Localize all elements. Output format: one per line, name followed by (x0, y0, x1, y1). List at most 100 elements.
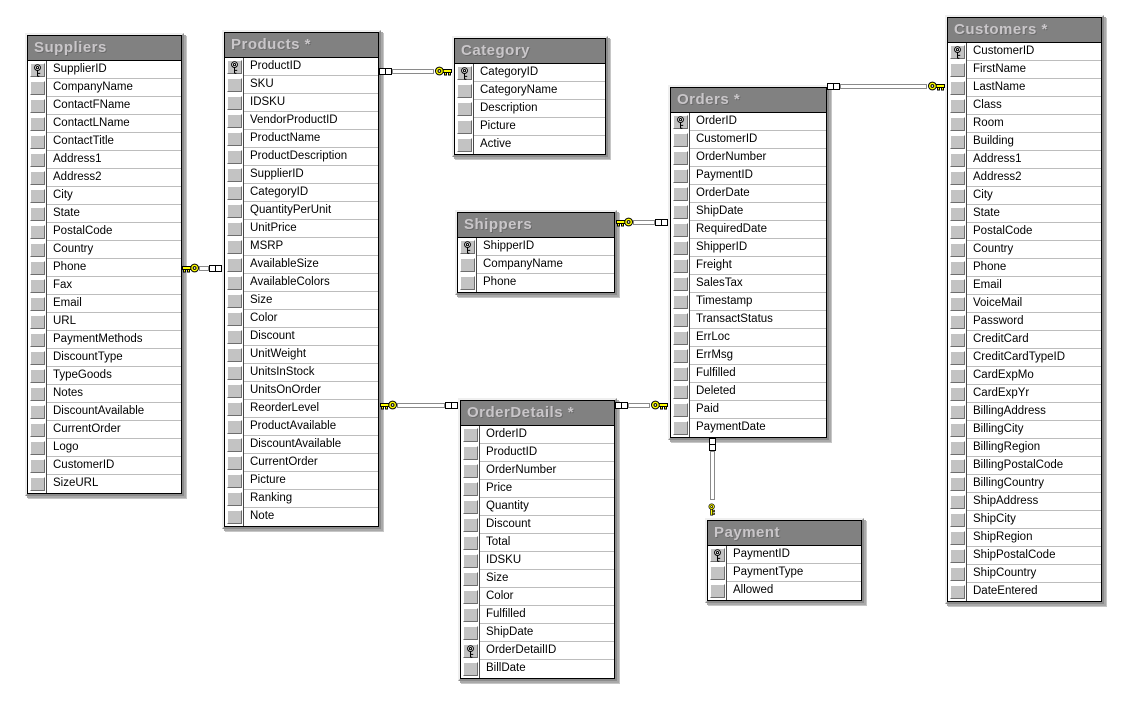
field-row-address1[interactable]: Address1 (28, 151, 181, 169)
field-row-color[interactable]: Color (461, 588, 614, 606)
field-row-logo[interactable]: Logo (28, 439, 181, 457)
field-row-shippostalcode[interactable]: ShipPostalCode (948, 547, 1101, 565)
field-row-transactstatus[interactable]: TransactStatus (671, 311, 826, 329)
field-row-supplierid[interactable]: SupplierID (225, 166, 378, 184)
field-row-allowed[interactable]: Allowed (708, 582, 861, 600)
table-title-orderdetails[interactable]: OrderDetails * (461, 401, 614, 426)
relationship-connector-suppliers-products[interactable] (181, 262, 222, 274)
field-row-idsku[interactable]: IDSKU (461, 552, 614, 570)
field-row-customerid[interactable]: CustomerID (28, 457, 181, 475)
field-row-picture[interactable]: Picture (455, 118, 605, 136)
field-row-fax[interactable]: Fax (28, 277, 181, 295)
field-row-billingregion[interactable]: BillingRegion (948, 439, 1101, 457)
field-row-msrp[interactable]: MSRP (225, 238, 378, 256)
field-row-billingpostalcode[interactable]: BillingPostalCode (948, 457, 1101, 475)
field-row-unitprice[interactable]: UnitPrice (225, 220, 378, 238)
field-row-ordernumber[interactable]: OrderNumber (671, 149, 826, 167)
field-row-phone[interactable]: Phone (948, 259, 1101, 277)
field-row-address2[interactable]: Address2 (948, 169, 1101, 187)
field-row-email[interactable]: Email (948, 277, 1101, 295)
field-row-paymentdate[interactable]: PaymentDate (671, 419, 826, 437)
field-row-reorderlevel[interactable]: ReorderLevel (225, 400, 378, 418)
field-row-categoryid[interactable]: CategoryID (455, 64, 605, 82)
field-row-postalcode[interactable]: PostalCode (28, 223, 181, 241)
field-row-orderid[interactable]: OrderID (671, 113, 826, 131)
field-row-city[interactable]: City (28, 187, 181, 205)
field-row-billingcity[interactable]: BillingCity (948, 421, 1101, 439)
field-row-shipdate[interactable]: ShipDate (461, 624, 614, 642)
field-row-discountavailable[interactable]: DiscountAvailable (28, 403, 181, 421)
field-row-shipperid[interactable]: ShipperID (671, 239, 826, 257)
field-row-room[interactable]: Room (948, 115, 1101, 133)
field-row-shipdate[interactable]: ShipDate (671, 203, 826, 221)
field-row-paymentid[interactable]: PaymentID (708, 546, 861, 564)
field-row-requireddate[interactable]: RequiredDate (671, 221, 826, 239)
field-row-email[interactable]: Email (28, 295, 181, 313)
field-row-billingcountry[interactable]: BillingCountry (948, 475, 1101, 493)
field-row-country[interactable]: Country (948, 241, 1101, 259)
field-row-contactfname[interactable]: ContactFName (28, 97, 181, 115)
table-title-category[interactable]: Category (455, 39, 605, 64)
field-row-orderdetailid[interactable]: OrderDetailID (461, 642, 614, 660)
field-row-salestax[interactable]: SalesTax (671, 275, 826, 293)
field-row-lastname[interactable]: LastName (948, 79, 1101, 97)
field-row-discount[interactable]: Discount (461, 516, 614, 534)
field-row-password[interactable]: Password (948, 313, 1101, 331)
field-row-note[interactable]: Note (225, 508, 378, 526)
field-row-notes[interactable]: Notes (28, 385, 181, 403)
field-row-productdescription[interactable]: ProductDescription (225, 148, 378, 166)
field-row-picture[interactable]: Picture (225, 472, 378, 490)
field-row-creditcard[interactable]: CreditCard (948, 331, 1101, 349)
field-row-contacttitle[interactable]: ContactTitle (28, 133, 181, 151)
field-row-vendorproductid[interactable]: VendorProductID (225, 112, 378, 130)
field-row-typegoods[interactable]: TypeGoods (28, 367, 181, 385)
relationship-connector-products-orderdetails[interactable] (379, 399, 458, 411)
table-title-payment[interactable]: Payment (708, 521, 861, 546)
field-row-unitsinstock[interactable]: UnitsInStock (225, 364, 378, 382)
relationship-connector-orders-payment[interactable] (706, 438, 718, 518)
field-row-cardexpmo[interactable]: CardExpMo (948, 367, 1101, 385)
field-row-building[interactable]: Building (948, 133, 1101, 151)
field-row-shipregion[interactable]: ShipRegion (948, 529, 1101, 547)
field-row-categoryname[interactable]: CategoryName (455, 82, 605, 100)
field-row-companyname[interactable]: CompanyName (28, 79, 181, 97)
field-row-quantityperunit[interactable]: QuantityPerUnit (225, 202, 378, 220)
field-row-errloc[interactable]: ErrLoc (671, 329, 826, 347)
field-row-discountavailable[interactable]: DiscountAvailable (225, 436, 378, 454)
field-row-shipaddress[interactable]: ShipAddress (948, 493, 1101, 511)
field-row-paid[interactable]: Paid (671, 401, 826, 419)
field-row-state[interactable]: State (28, 205, 181, 223)
field-row-availablecolors[interactable]: AvailableColors (225, 274, 378, 292)
field-row-unitweight[interactable]: UnitWeight (225, 346, 378, 364)
field-row-paymentmethods[interactable]: PaymentMethods (28, 331, 181, 349)
field-row-active[interactable]: Active (455, 136, 605, 154)
field-row-idsku[interactable]: IDSKU (225, 94, 378, 112)
field-row-cardexpyr[interactable]: CardExpYr (948, 385, 1101, 403)
field-row-discount[interactable]: Discount (225, 328, 378, 346)
field-row-postalcode[interactable]: PostalCode (948, 223, 1101, 241)
field-row-productname[interactable]: ProductName (225, 130, 378, 148)
field-row-discounttype[interactable]: DiscountType (28, 349, 181, 367)
field-row-ranking[interactable]: Ranking (225, 490, 378, 508)
field-row-billdate[interactable]: BillDate (461, 660, 614, 678)
table-title-orders[interactable]: Orders * (671, 88, 826, 113)
field-row-fulfilled[interactable]: Fulfilled (461, 606, 614, 624)
relationship-connector-shippers-orders[interactable] (615, 216, 668, 228)
field-row-currentorder[interactable]: CurrentOrder (225, 454, 378, 472)
field-row-companyname[interactable]: CompanyName (458, 256, 614, 274)
field-row-phone[interactable]: Phone (458, 274, 614, 292)
field-row-fulfilled[interactable]: Fulfilled (671, 365, 826, 383)
field-row-quantity[interactable]: Quantity (461, 498, 614, 516)
table-title-suppliers[interactable]: Suppliers (28, 36, 181, 61)
field-row-productavailable[interactable]: ProductAvailable (225, 418, 378, 436)
field-row-availablesize[interactable]: AvailableSize (225, 256, 378, 274)
field-row-orderdate[interactable]: OrderDate (671, 185, 826, 203)
field-row-ordernumber[interactable]: OrderNumber (461, 462, 614, 480)
field-row-deleted[interactable]: Deleted (671, 383, 826, 401)
field-row-unitsonorder[interactable]: UnitsOnOrder (225, 382, 378, 400)
relationship-connector-products-category[interactable] (379, 65, 452, 77)
field-row-freight[interactable]: Freight (671, 257, 826, 275)
field-row-color[interactable]: Color (225, 310, 378, 328)
field-row-paymenttype[interactable]: PaymentType (708, 564, 861, 582)
field-row-timestamp[interactable]: Timestamp (671, 293, 826, 311)
